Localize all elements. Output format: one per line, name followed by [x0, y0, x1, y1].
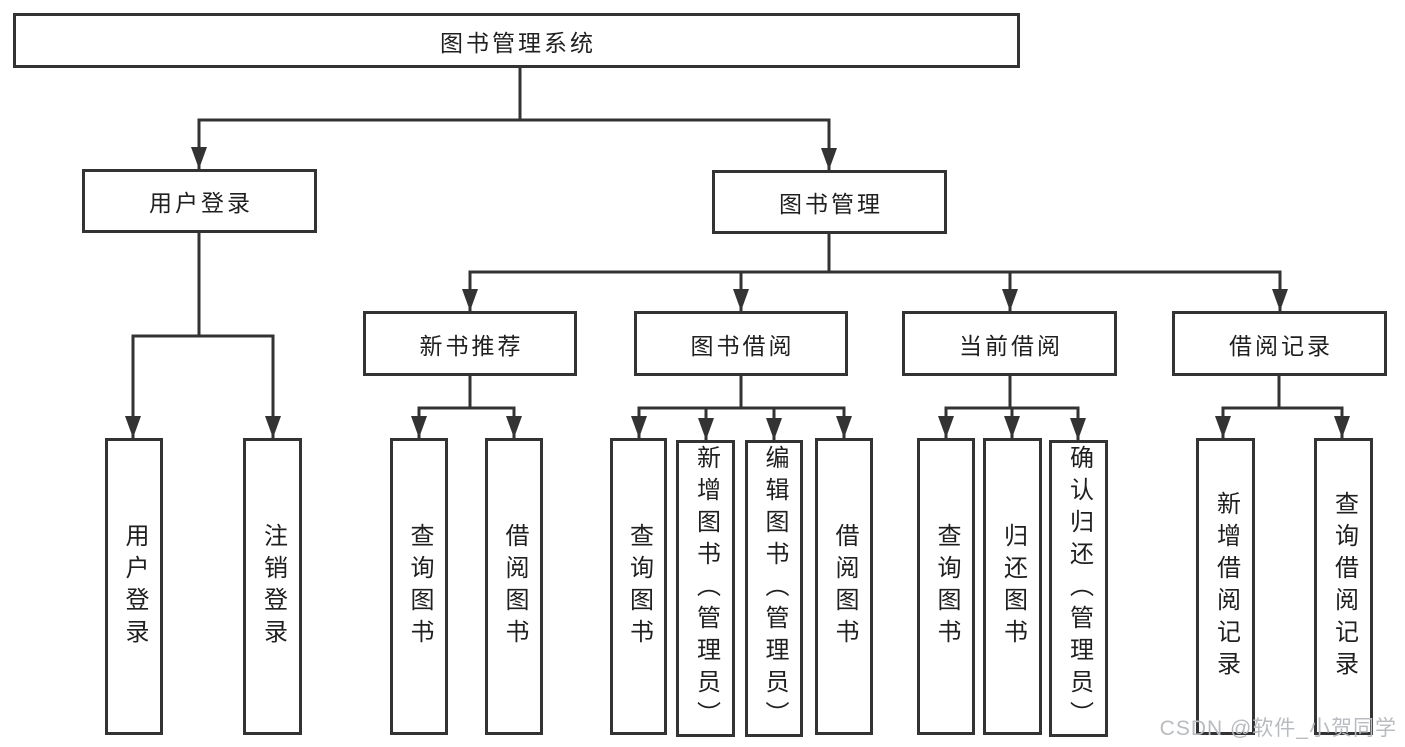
connector-lines [131, 66, 1344, 410]
node-leaf-br-add-record-label: 新增借阅记录 [1212, 490, 1240, 683]
node-new-book-rec: 新书推荐 [363, 311, 577, 376]
node-book-mgmt-label: 图书管理 [779, 191, 883, 217]
node-root-label: 图书管理系统 [440, 29, 596, 56]
node-leaf-cb-confirm-return-admin-label: 确认归还（管理员） [1065, 444, 1093, 733]
node-leaf-br-query-record: 查询借阅记录 [1314, 438, 1373, 735]
watermark: CSDN @软件_小贺同学 [1159, 717, 1397, 740]
node-leaf-bb-add-book-admin: 新增图书（管理员） [676, 440, 735, 737]
node-book-mgmt: 图书管理 [712, 170, 947, 234]
node-leaf-br-query-record-label: 查询借阅记录 [1330, 490, 1358, 683]
node-borrow-record-label: 借阅记录 [1229, 332, 1333, 359]
node-leaf-br-add-record: 新增借阅记录 [1196, 438, 1255, 735]
node-current-borrow-label: 当前借阅 [959, 332, 1063, 359]
node-book-borrow-label: 图书借阅 [690, 332, 795, 359]
node-user-login-label: 用户登录 [149, 190, 253, 216]
node-leaf-bb-edit-book-admin: 编辑图书（管理员） [745, 440, 803, 737]
node-leaf-cb-query-book-label: 查询图书 [933, 522, 960, 651]
node-leaf-rec-borrow-book: 借阅图书 [485, 438, 543, 735]
node-leaf-cb-return-book-label: 归还图书 [999, 522, 1027, 651]
node-leaf-bb-borrow-book-label: 借阅图书 [831, 522, 858, 651]
node-leaf-bb-query-book-label: 查询图书 [625, 522, 653, 651]
node-leaf-cb-return-book: 归还图书 [983, 438, 1042, 735]
node-leaf-bb-query-book: 查询图书 [610, 438, 667, 735]
node-leaf-rec-borrow-book-label: 借阅图书 [501, 522, 528, 651]
node-borrow-record: 借阅记录 [1172, 311, 1387, 376]
node-leaf-cb-query-book: 查询图书 [917, 438, 975, 735]
node-user-login: 用户登录 [82, 169, 317, 233]
node-leaf-rec-query-book: 查询图书 [390, 438, 448, 735]
node-leaf-bb-add-book-admin-label: 新增图书（管理员） [692, 444, 720, 733]
node-current-borrow: 当前借阅 [902, 311, 1117, 376]
node-leaf-rec-query-book-label: 查询图书 [406, 522, 433, 651]
node-new-book-rec-label: 新书推荐 [419, 332, 524, 359]
node-root: 图书管理系统 [13, 13, 1020, 68]
node-leaf-bb-borrow-book: 借阅图书 [815, 438, 873, 735]
node-book-borrow: 图书借阅 [634, 311, 848, 376]
node-leaf-user-login-label: 用户登录 [121, 522, 148, 651]
node-leaf-user-login: 用户登录 [105, 438, 163, 735]
node-leaf-bb-edit-book-admin-label: 编辑图书（管理员） [761, 444, 788, 733]
node-leaf-cb-confirm-return-admin: 确认归还（管理员） [1049, 440, 1108, 737]
node-leaf-logout-label: 注销登录 [259, 522, 287, 651]
node-leaf-logout: 注销登录 [243, 438, 302, 735]
